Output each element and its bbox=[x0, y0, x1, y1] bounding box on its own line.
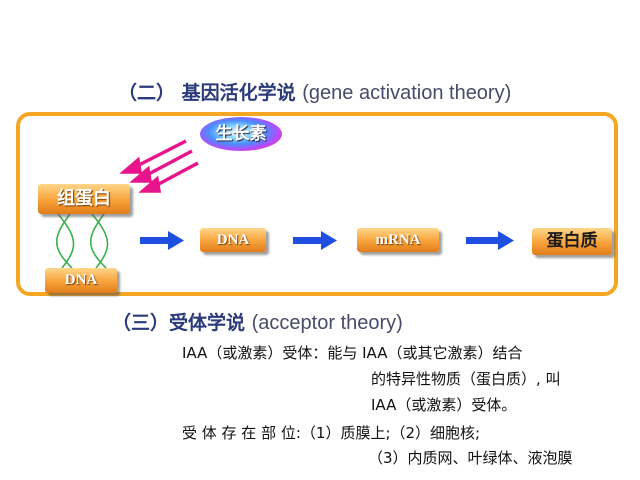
signal-arrow-3 bbox=[154, 161, 199, 188]
helix-strand-1 bbox=[57, 213, 75, 269]
heading-gene-activation: （二） 基因活化学说 (gene activation theory) bbox=[118, 78, 511, 105]
flow-arrow-3 bbox=[466, 231, 514, 250]
receptor-definition-line-1: IAA（或激素）受体：能与 IAA（或其它激素）结合 bbox=[182, 344, 523, 362]
signal-arrow-2-head bbox=[129, 165, 153, 183]
mrna-box: mRNA bbox=[357, 228, 439, 252]
helix-strand-3 bbox=[91, 213, 109, 269]
dna-box: DNA bbox=[200, 228, 266, 252]
flow-arrow-2 bbox=[293, 231, 337, 250]
receptor-definition-line-2: 的特异性物质（蛋白质）, 叫 bbox=[371, 370, 561, 388]
flow-arrows bbox=[140, 231, 514, 250]
signal-arrow-1-head bbox=[119, 156, 143, 174]
receptor-definition-line-3: IAA（或激素）受体。 bbox=[371, 396, 517, 414]
hormone-signal-arrows bbox=[119, 139, 199, 193]
heading-acceptor-cn: （三）受体学说 bbox=[112, 312, 246, 334]
helix-strand-4 bbox=[90, 213, 107, 269]
signal-arrow-2 bbox=[144, 149, 193, 178]
histone-box: 组蛋白 bbox=[38, 184, 130, 214]
helix-strand-2 bbox=[56, 213, 73, 269]
dna-helix bbox=[56, 213, 109, 269]
dna-left-box: DNA bbox=[45, 268, 117, 293]
signal-arrow-1 bbox=[134, 139, 187, 169]
heading-gene-activation-en: (gene activation theory) bbox=[302, 82, 512, 104]
flow-arrow-1 bbox=[140, 231, 184, 250]
protein-box: 蛋白质 bbox=[532, 228, 612, 255]
signal-arrow-3-head bbox=[138, 175, 162, 193]
receptor-location-label: 受 体 存 在 部 位: bbox=[182, 424, 301, 442]
receptor-location-line-2: （3）内质网、叶绿体、液泡膜 bbox=[368, 449, 573, 467]
receptor-location-line-1: 受 体 存 在 部 位:（1）质膜上;（2）细胞核; bbox=[182, 422, 480, 443]
hormone-auxin-oval: 生长素 bbox=[200, 117, 282, 151]
heading-gene-activation-cn: （二） 基因活化学说 bbox=[118, 82, 296, 104]
heading-acceptor-en: (acceptor theory) bbox=[251, 312, 403, 334]
receptor-location-items-1: （1）质膜上;（2）细胞核; bbox=[300, 424, 481, 442]
heading-acceptor-theory: （三）受体学说 (acceptor theory) bbox=[112, 308, 403, 335]
